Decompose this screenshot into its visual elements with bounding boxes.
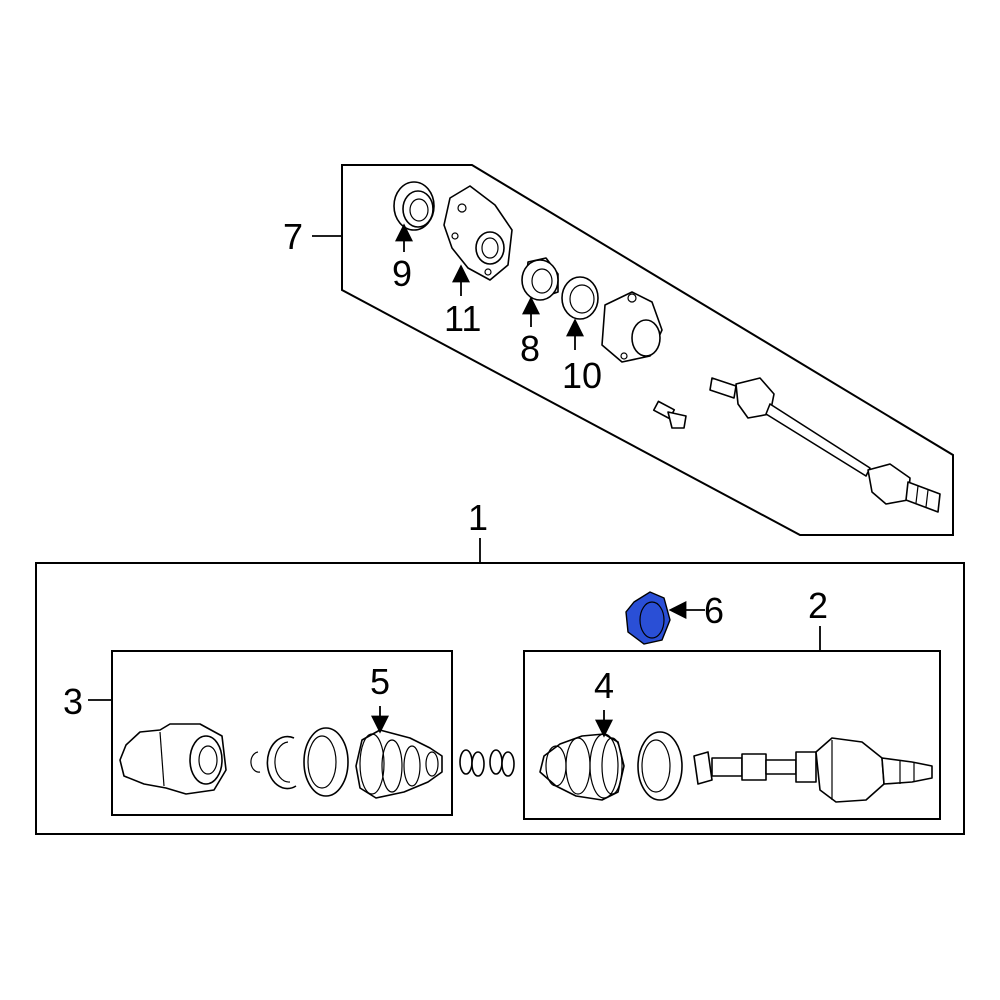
box-2-frame	[523, 650, 941, 820]
inner-boot-clamp	[303, 727, 349, 797]
box-3-frame	[111, 650, 453, 816]
callout-5[interactable]: 5	[370, 661, 390, 702]
retaining-ring	[266, 735, 297, 790]
lower-assembly-group: 1 3 5	[35, 497, 965, 835]
part-10-seal[interactable]	[561, 276, 599, 320]
callout-4[interactable]: 4	[594, 665, 614, 706]
callout-1[interactable]: 1	[468, 497, 488, 538]
callout-10[interactable]: 10	[562, 355, 602, 396]
bolt	[652, 400, 687, 429]
part-5-inner-boot[interactable]	[355, 729, 443, 799]
part-9-seal[interactable]	[393, 181, 435, 231]
part-4-outer-boot[interactable]	[539, 733, 625, 801]
callout-3[interactable]: 3	[63, 681, 83, 722]
boot-bands	[459, 749, 515, 777]
part-11-knuckle[interactable]	[443, 185, 513, 281]
outer-boot-clamp	[637, 731, 683, 801]
inner-joint-housing	[119, 723, 227, 795]
lower-axle-shaft	[693, 737, 933, 803]
upper-axle-shaft	[709, 377, 941, 513]
lower-assembly-frame	[35, 562, 965, 835]
callout-11[interactable]: 11	[444, 298, 481, 339]
callout-2[interactable]: 2	[808, 585, 828, 626]
outer-cv-joint-housing	[601, 291, 663, 363]
callout-7[interactable]: 7	[283, 216, 303, 257]
upper-assembly-group: 7 9 11 8	[283, 164, 954, 536]
snap-ring-small	[250, 751, 261, 773]
part-6-nut-highlighted[interactable]	[625, 591, 671, 645]
callout-9[interactable]: 9	[392, 253, 412, 294]
callout-8[interactable]: 8	[520, 328, 540, 369]
callout-6[interactable]: 6	[704, 590, 724, 631]
upper-assembly-frame	[341, 164, 954, 536]
part-8-bearing[interactable]	[521, 257, 559, 301]
